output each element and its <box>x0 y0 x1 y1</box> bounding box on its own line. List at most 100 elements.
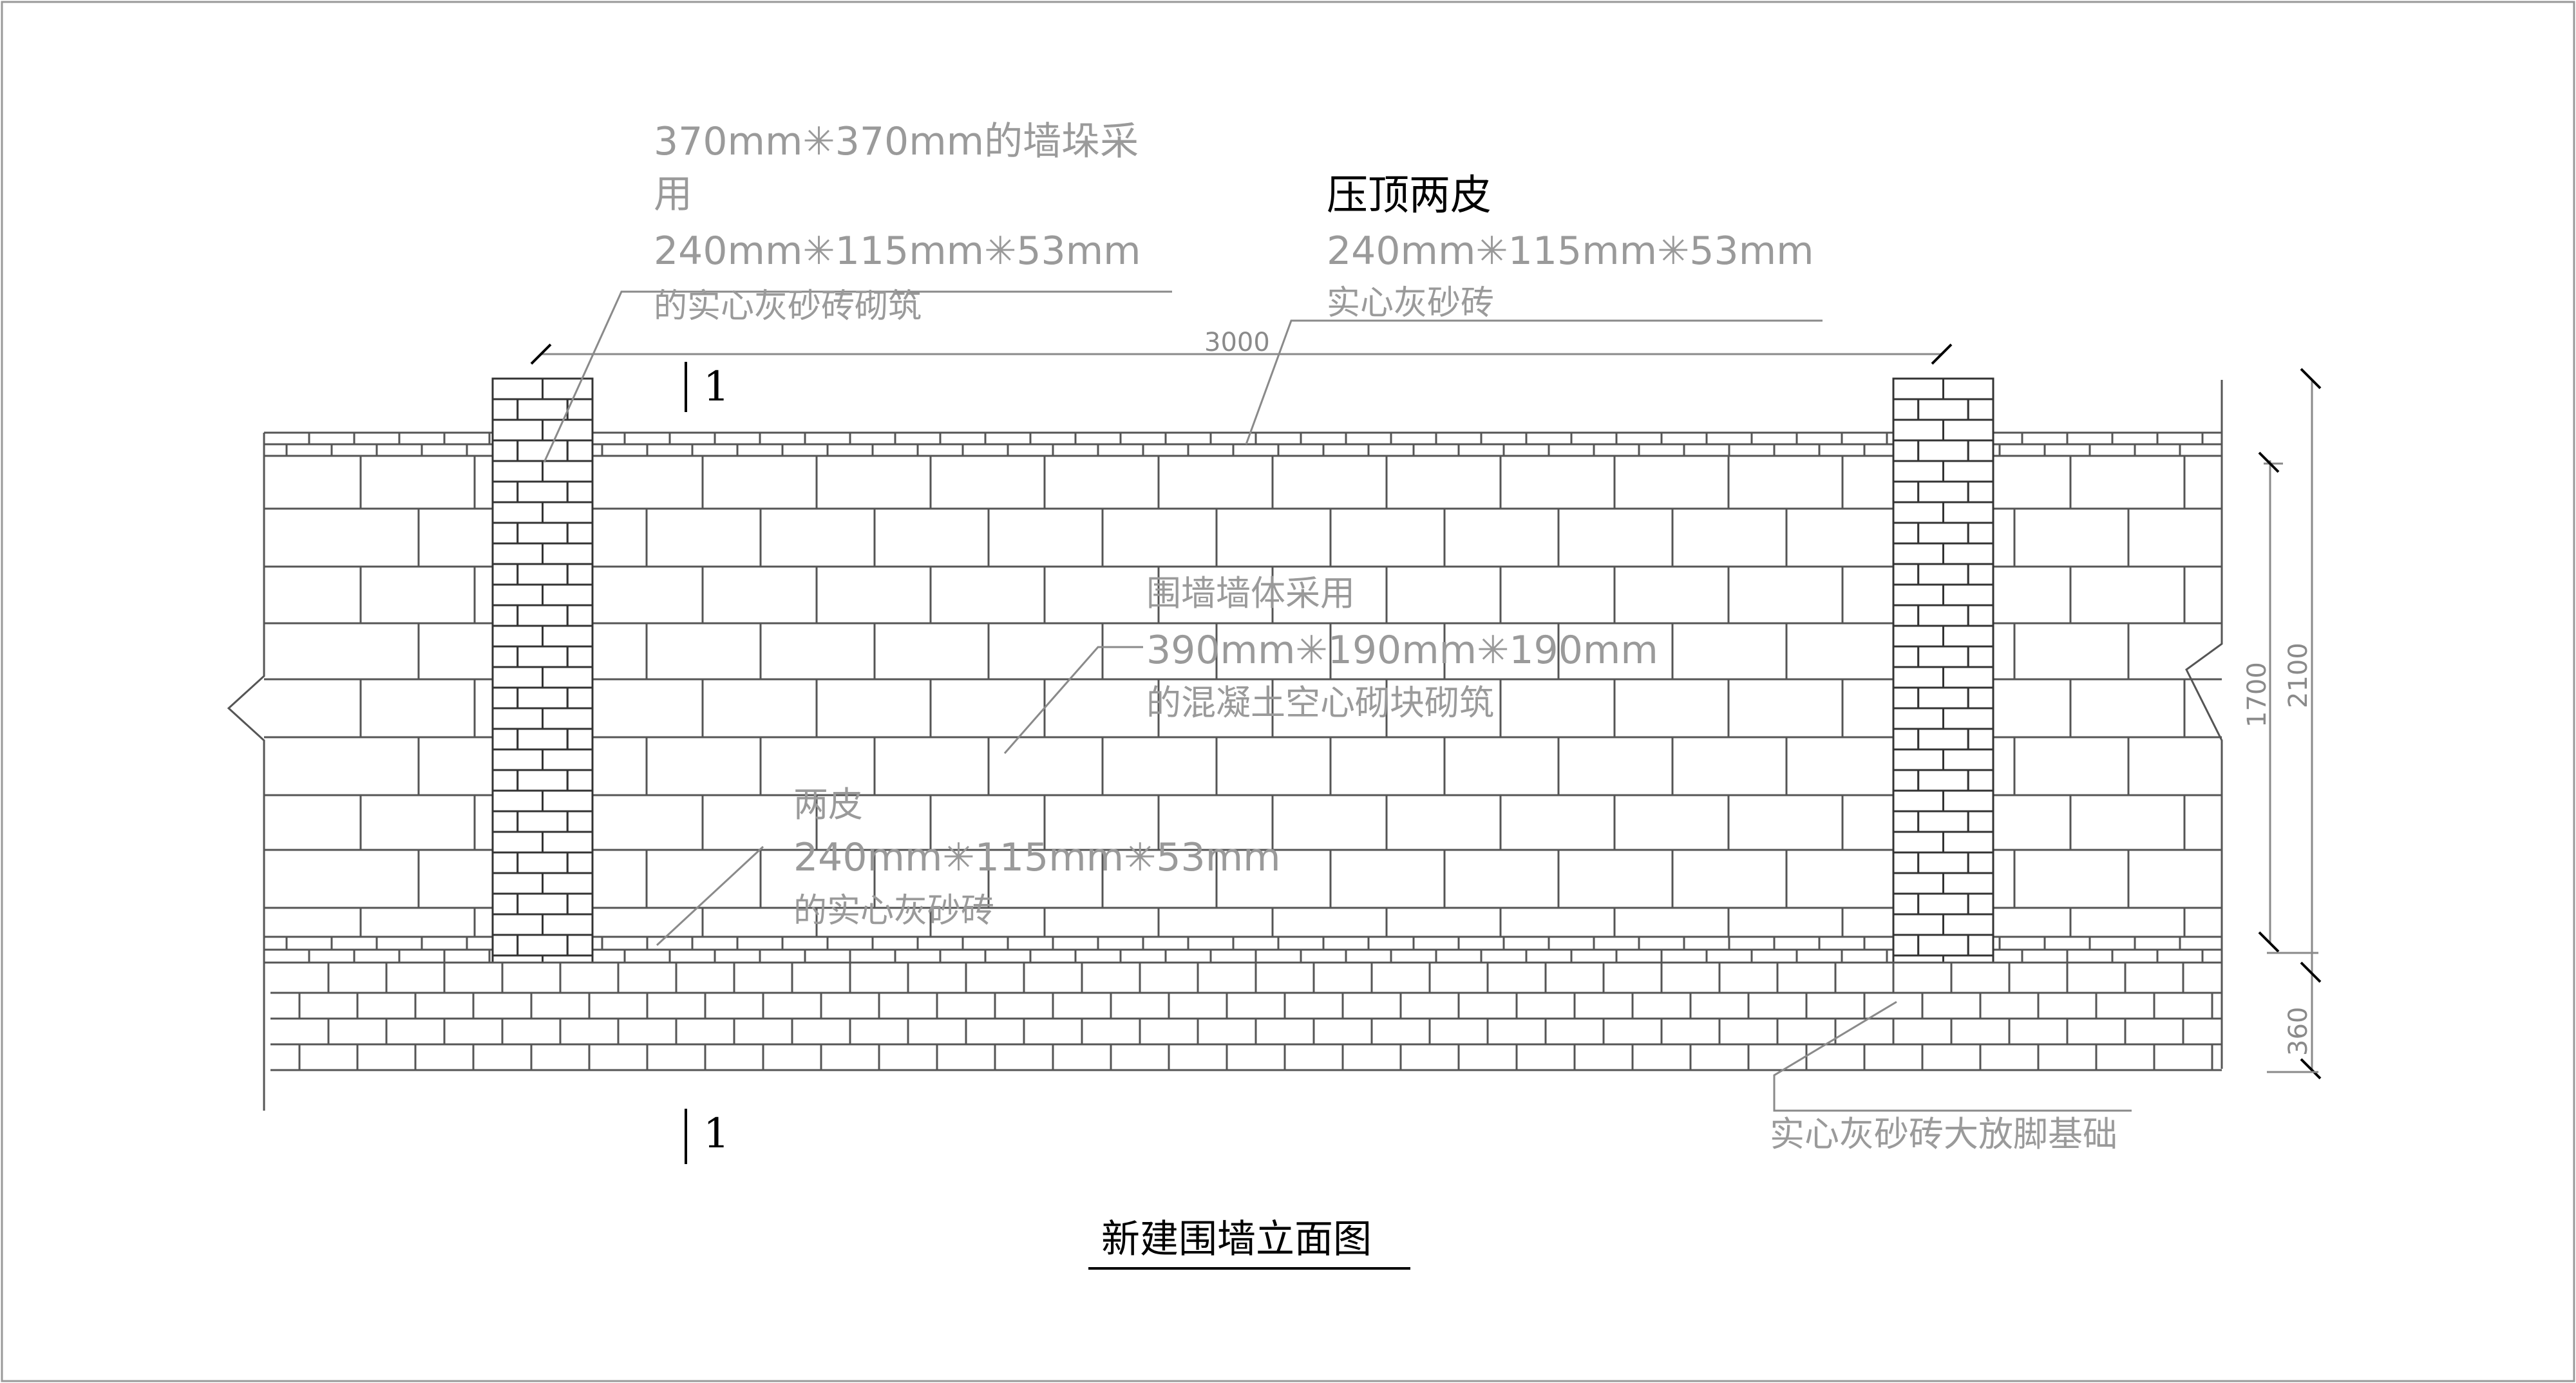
brick <box>566 810 594 833</box>
brick <box>516 439 569 462</box>
brick <box>1967 686 1994 710</box>
brick <box>1892 954 1944 964</box>
brick <box>1917 604 1969 627</box>
brick <box>516 645 569 668</box>
brick <box>491 460 544 483</box>
brick <box>542 954 594 964</box>
brick <box>1892 522 1920 545</box>
brick <box>566 604 594 627</box>
brick <box>1892 934 1920 957</box>
brick <box>1892 480 1920 503</box>
brick <box>1892 748 1944 771</box>
brick <box>1967 851 1994 874</box>
brick <box>1942 707 1994 730</box>
brick <box>516 934 569 957</box>
brick <box>1967 645 1994 668</box>
brick <box>516 892 569 916</box>
brick <box>491 625 544 648</box>
brick <box>1942 789 1994 813</box>
brick <box>1942 542 1994 565</box>
brick <box>516 851 569 874</box>
brick <box>1892 769 1920 792</box>
brick <box>516 686 569 710</box>
brick <box>542 419 594 442</box>
base-course-note-line: 240mm✳115mm✳53mm <box>793 835 1281 880</box>
brick <box>1942 460 1994 483</box>
brick <box>491 728 519 751</box>
brick <box>566 563 594 586</box>
brick <box>491 522 519 545</box>
brick <box>516 398 569 421</box>
brick <box>491 542 544 565</box>
brick <box>491 398 519 421</box>
brick <box>1892 913 1944 936</box>
brick <box>566 645 594 668</box>
wall-note-line: 的混凝土空心砌块砌筑 <box>1146 682 1494 723</box>
brick <box>491 851 519 874</box>
base-course-note: 两皮 240mm✳115mm✳53mm 的实心灰砂砖 <box>793 784 1281 930</box>
dim-wall-height: 1700 <box>2242 662 2272 728</box>
wall-note-line: 围墙墙体采用 <box>1146 573 1355 614</box>
brick <box>1892 439 1920 462</box>
brick <box>491 563 519 586</box>
brick <box>491 666 544 689</box>
brick <box>566 480 594 503</box>
brick <box>491 686 519 710</box>
brick <box>542 542 594 565</box>
brick <box>542 625 594 648</box>
pier-note: 370mm✳370mm的墙垛采 用 240mm✳115mm✳53mm 的实心灰砂… <box>654 119 1141 326</box>
brick <box>1942 501 1994 524</box>
brick <box>542 707 594 730</box>
brick <box>542 831 594 854</box>
brick <box>542 377 594 400</box>
brick <box>1917 563 1969 586</box>
brick <box>1892 563 1920 586</box>
brick <box>1892 460 1944 483</box>
brick <box>542 872 594 895</box>
brick <box>566 439 594 462</box>
brick <box>491 439 519 462</box>
brick <box>1942 419 1994 442</box>
brick <box>1892 604 1920 627</box>
brick <box>491 892 519 916</box>
brick <box>566 892 594 916</box>
brick <box>516 810 569 833</box>
brick <box>491 604 519 627</box>
brick <box>1917 769 1969 792</box>
coping-note-line: 实心灰砂砖 <box>1327 284 1494 323</box>
section-label-top: 1 <box>703 363 730 411</box>
brick <box>1892 542 1944 565</box>
wall-outline <box>227 380 2223 1111</box>
brick <box>1892 686 1920 710</box>
brick <box>1917 934 1969 957</box>
brick <box>542 666 594 689</box>
brick <box>491 872 544 895</box>
brick <box>1942 913 1994 936</box>
brick <box>1892 398 1920 421</box>
brick <box>1967 728 1994 751</box>
brick <box>1892 645 1920 668</box>
brick <box>1967 934 1994 957</box>
brick <box>1917 728 1969 751</box>
brick <box>491 748 544 771</box>
brick <box>566 728 594 751</box>
brick <box>1892 872 1944 895</box>
brick <box>1917 439 1969 462</box>
brick <box>1942 872 1994 895</box>
brick <box>1942 748 1994 771</box>
brick <box>566 686 594 710</box>
wall-note-line: 390mm✳190mm✳190mm <box>1146 628 1658 673</box>
coping-note-line: 240mm✳115mm✳53mm <box>1327 229 1814 274</box>
brick <box>1892 625 1944 648</box>
brick <box>1967 810 1994 833</box>
section-label-bottom: 1 <box>703 1110 730 1158</box>
brick <box>1892 831 1944 854</box>
brick <box>1942 625 1994 648</box>
brick <box>566 769 594 792</box>
brick <box>1892 810 1920 833</box>
brick <box>1917 892 1969 916</box>
brick <box>1892 419 1944 442</box>
brick <box>1892 851 1920 874</box>
brick <box>1942 831 1994 854</box>
brick <box>542 583 594 607</box>
